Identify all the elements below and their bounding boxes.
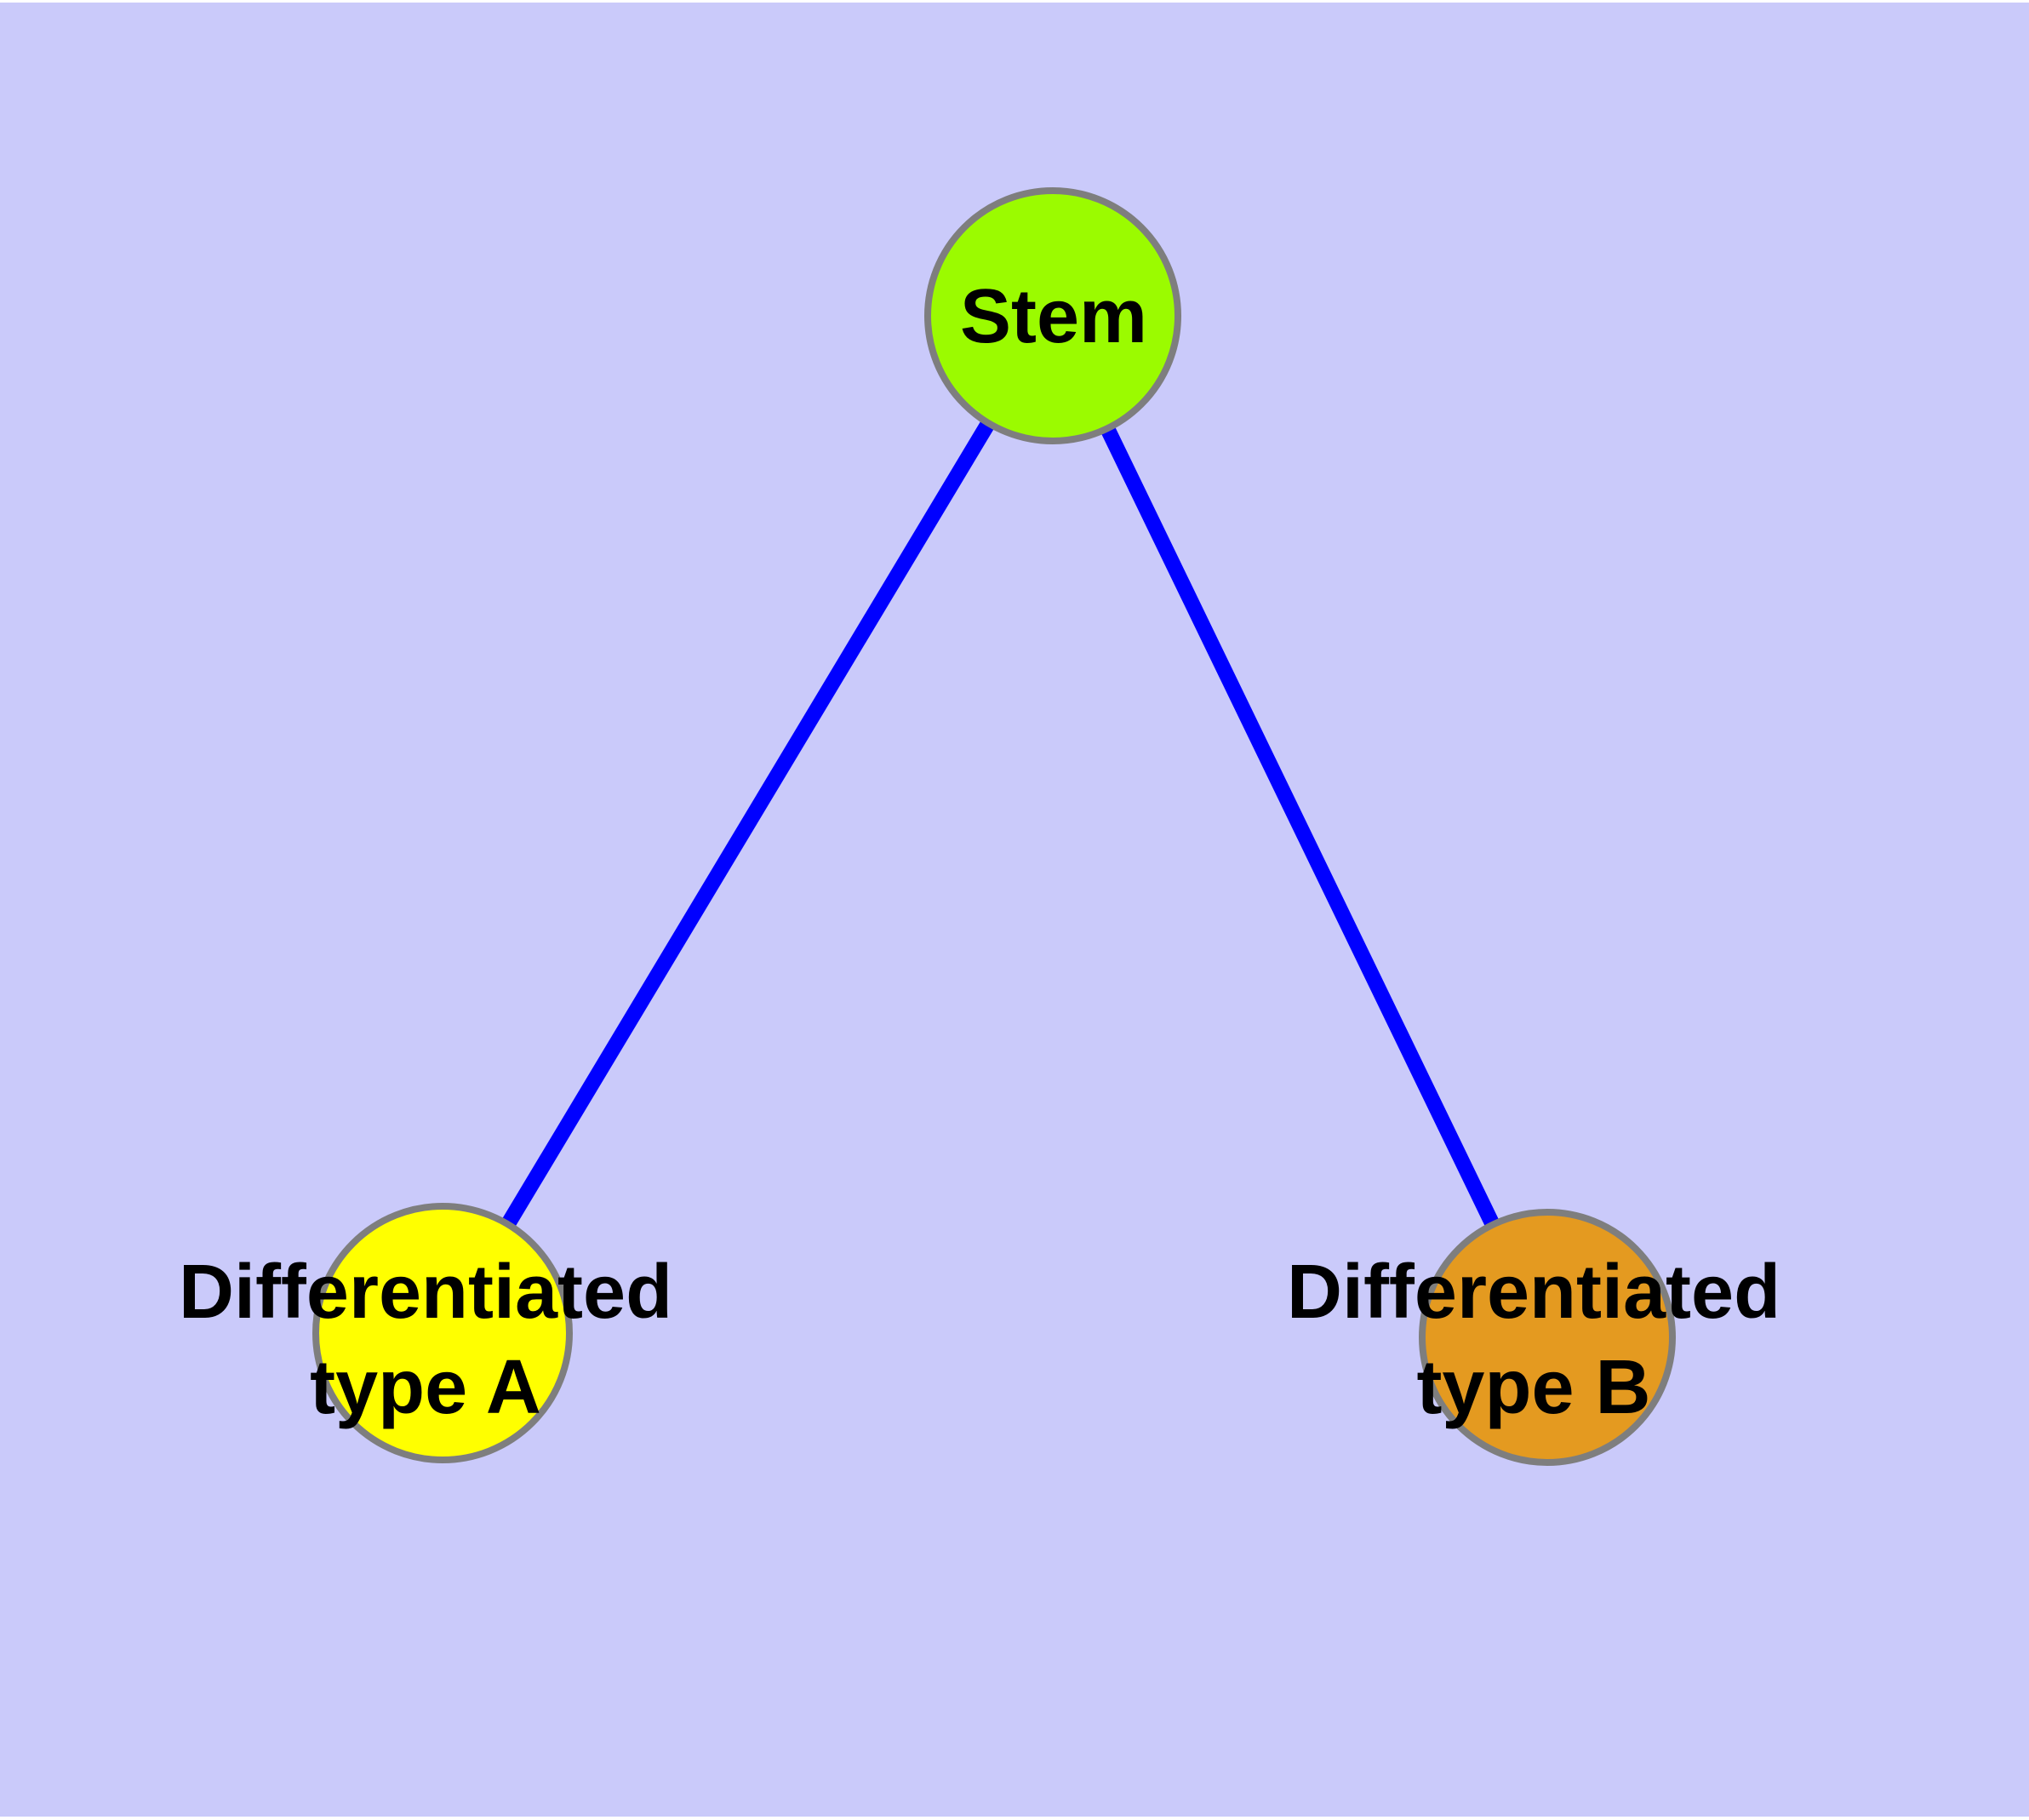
node-stem-circle bbox=[924, 187, 1181, 444]
node-type-a-label-line1: Differentiated bbox=[178, 1250, 673, 1335]
edge-stem-to-type-a bbox=[436, 312, 1060, 1337]
node-type-b-label: Differentiated type B bbox=[1287, 1245, 1780, 1435]
node-type-b-circle bbox=[1419, 1209, 1676, 1466]
node-type-a-label: Differentiated type A bbox=[179, 1245, 672, 1435]
node-stem-label-text: Stem bbox=[959, 274, 1148, 359]
node-type-b-label-line1: Differentiated bbox=[1286, 1250, 1781, 1335]
node-type-b-label-line2: type B bbox=[1416, 1345, 1651, 1430]
node-type-a-circle bbox=[312, 1203, 573, 1463]
edge-stem-to-type-b bbox=[1045, 312, 1555, 1341]
node-stem-label: Stem bbox=[960, 269, 1147, 364]
node-type-a-label-line2: type A bbox=[310, 1345, 541, 1430]
